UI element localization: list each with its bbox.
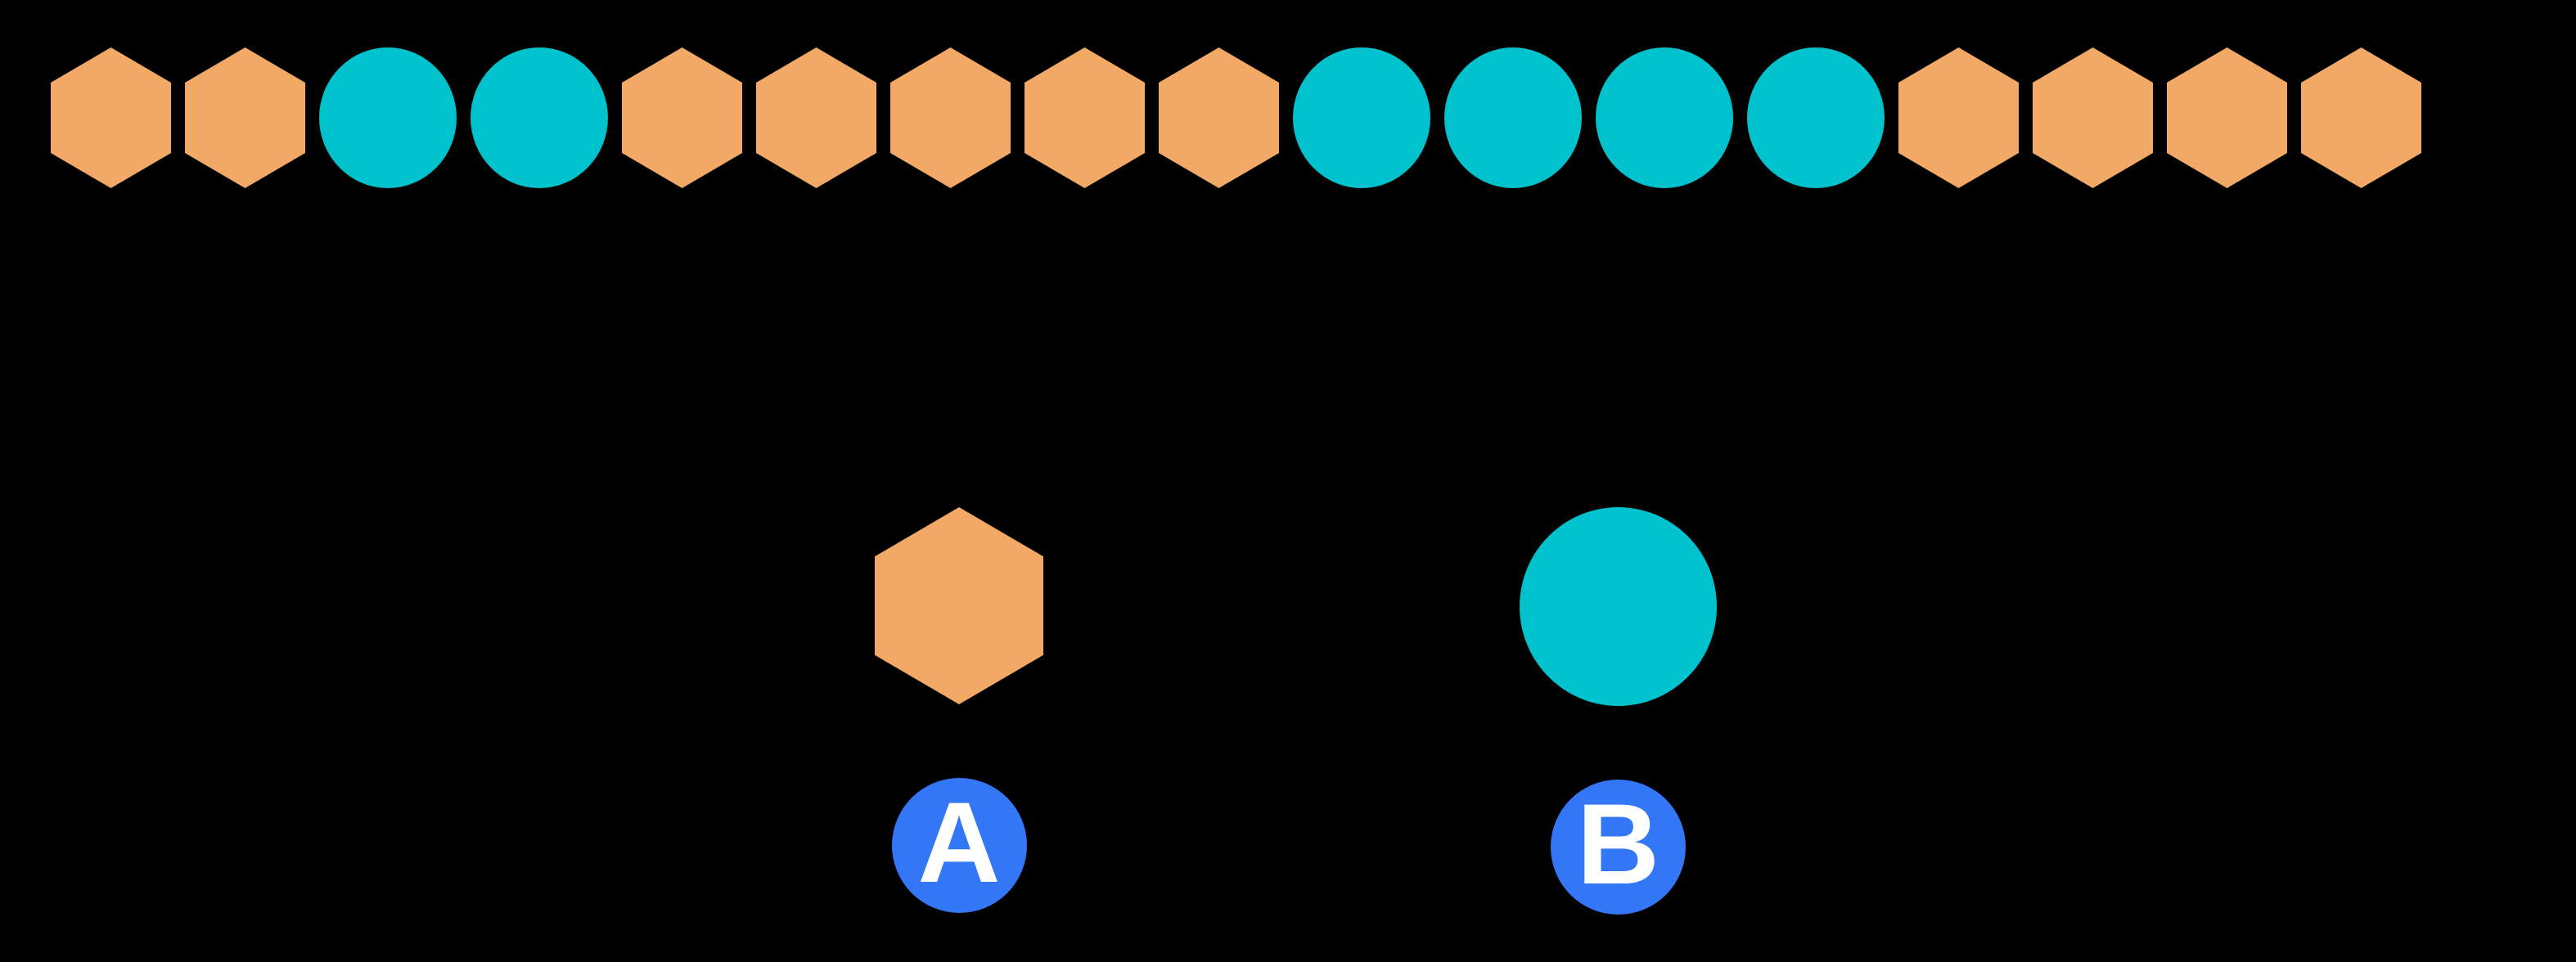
sequence-circle-3 (319, 47, 457, 188)
sequence-hexagon-14 (1898, 47, 2019, 188)
sequence-circle-13 (1747, 47, 1885, 188)
option-a-hexagon-shape (875, 507, 1043, 704)
option-b-label: B (1576, 779, 1660, 908)
sequence-circle-4 (471, 47, 608, 188)
sequence-hexagon-17 (2301, 47, 2421, 188)
sequence-hexagon-5 (622, 47, 742, 188)
sequence-circle-11 (1444, 47, 1582, 188)
sequence-hexagon-8 (1025, 47, 1145, 188)
sequence-hexagon-7 (890, 47, 1011, 188)
option-b: B (1520, 507, 1717, 915)
sequence-hexagon-15 (2033, 47, 2153, 188)
option-a-label: A (917, 777, 1001, 906)
sequence-hexagon-1 (51, 47, 171, 188)
option-a: A (875, 507, 1043, 913)
sequence-circle-10 (1293, 47, 1430, 188)
option-b-badge[interactable]: B (1551, 780, 1686, 915)
sequence-hexagon-2 (185, 47, 305, 188)
sequence-hexagon-9 (1159, 47, 1279, 188)
sequence-hexagon-16 (2167, 47, 2287, 188)
shape-sequence-row (51, 47, 2421, 188)
sequence-hexagon-6 (756, 47, 876, 188)
option-a-badge[interactable]: A (891, 777, 1027, 913)
option-b-circle-shape (1520, 507, 1717, 706)
sequence-circle-12 (1596, 47, 1733, 188)
